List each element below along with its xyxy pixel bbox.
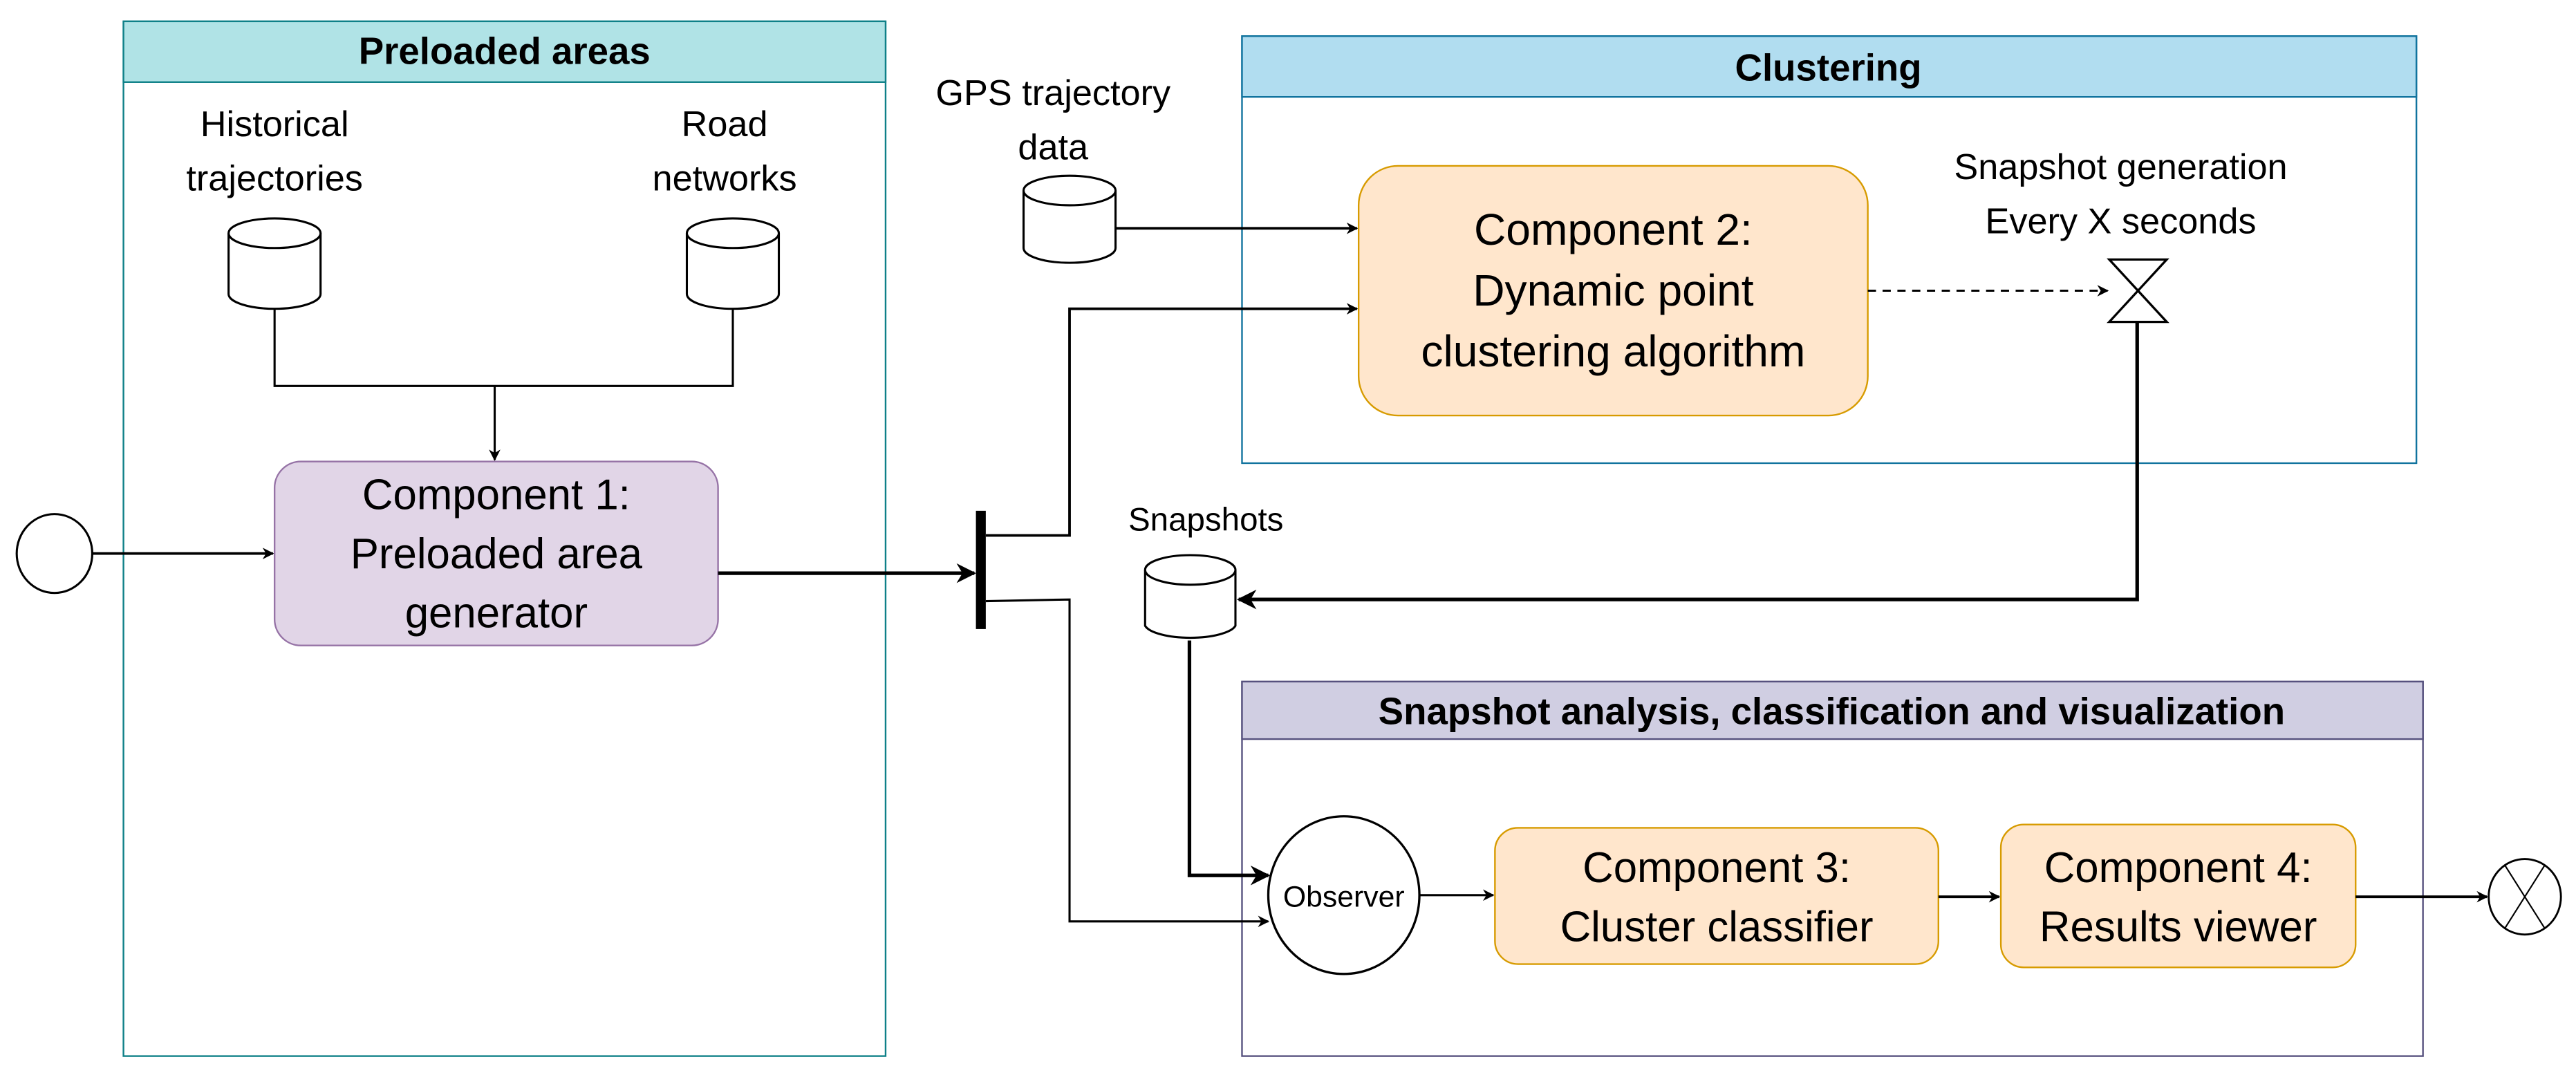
pool-analysis-title: Snapshot analysis, classification and vi… xyxy=(1379,691,2285,733)
start-circle-icon xyxy=(15,513,93,595)
hourglass-icon xyxy=(2107,258,2169,324)
pool-preloaded-header xyxy=(122,20,887,83)
historical-label-line1: Historical xyxy=(200,104,349,144)
c1-line3: generator xyxy=(405,590,588,637)
component-1-preloaded-area-generator[interactable]: Component 1: Preloaded area generator xyxy=(273,460,719,646)
component-3-cluster-classifier[interactable]: Component 3: Cluster classifier xyxy=(1494,827,1939,965)
c3-line1: Component 3: xyxy=(1583,844,1851,892)
pool-preloaded-areas: Preloaded areas xyxy=(122,20,887,1057)
database-icon xyxy=(1144,554,1237,639)
datastore-snapshots[interactable]: Snapshots xyxy=(1128,501,1283,639)
component-4-results-viewer[interactable]: Component 4: Results viewer xyxy=(1999,823,2357,969)
database-icon xyxy=(1022,174,1117,264)
database-icon xyxy=(685,217,781,310)
pool-analysis-header xyxy=(1241,680,2424,740)
connector-fork-to-c2 xyxy=(985,303,1359,537)
pool-clustering-title: Clustering xyxy=(1735,46,1922,88)
c2-line1: Component 2: xyxy=(1474,205,1753,254)
connector-fork-to-observer xyxy=(985,598,1270,928)
database-icon xyxy=(227,217,322,310)
pool-preloaded-title: Preloaded areas xyxy=(359,30,651,73)
c4-line1: Component 4: xyxy=(2044,844,2313,892)
parallel-fork-bar[interactable] xyxy=(976,510,986,629)
c3-line2: Cluster classifier xyxy=(1560,903,1874,951)
datastore-historical-trajectories[interactable]: Historical trajectories xyxy=(186,104,363,310)
c2-line3: clustering algorithm xyxy=(1421,326,1805,376)
connector-snapshots-to-observer xyxy=(1187,640,1271,886)
gps-label-line2: data xyxy=(1018,127,1089,167)
road-label-line2: networks xyxy=(653,159,797,199)
timer-label-line2: Every X seconds xyxy=(1985,201,2256,241)
connector-timer-to-snapshots xyxy=(1236,321,2139,610)
historical-label-line2: trajectories xyxy=(186,159,363,199)
datastore-road-networks[interactable]: Road networks xyxy=(653,104,797,310)
c1-line2: Preloaded area xyxy=(351,530,643,578)
gps-label-line1: GPS trajectory xyxy=(935,73,1171,113)
c4-line2: Results viewer xyxy=(2040,903,2317,951)
datastore-gps-trajectory-data[interactable]: GPS trajectory data xyxy=(935,73,1171,264)
cross-icon xyxy=(2504,865,2546,928)
observer-event[interactable]: Observer xyxy=(1267,815,1421,975)
timer-label-line1: Snapshot generation xyxy=(1954,147,2287,187)
pool-clustering-header xyxy=(1241,35,2418,98)
component-2-dynamic-point-clustering[interactable]: Component 2: Dynamic point clustering al… xyxy=(1357,165,1869,417)
end-event[interactable] xyxy=(2488,858,2562,936)
c1-line1: Component 1: xyxy=(362,471,631,518)
connector-datastores-to-c1 xyxy=(273,308,734,461)
observer-label: Observer xyxy=(1283,880,1405,913)
snapshots-label: Snapshots xyxy=(1128,501,1283,538)
road-label-line1: Road xyxy=(682,104,768,144)
c2-line2: Dynamic point xyxy=(1473,265,1753,315)
timer-snapshot-generation[interactable]: Snapshot generation Every X seconds xyxy=(1954,147,2288,324)
start-event[interactable] xyxy=(15,513,93,595)
